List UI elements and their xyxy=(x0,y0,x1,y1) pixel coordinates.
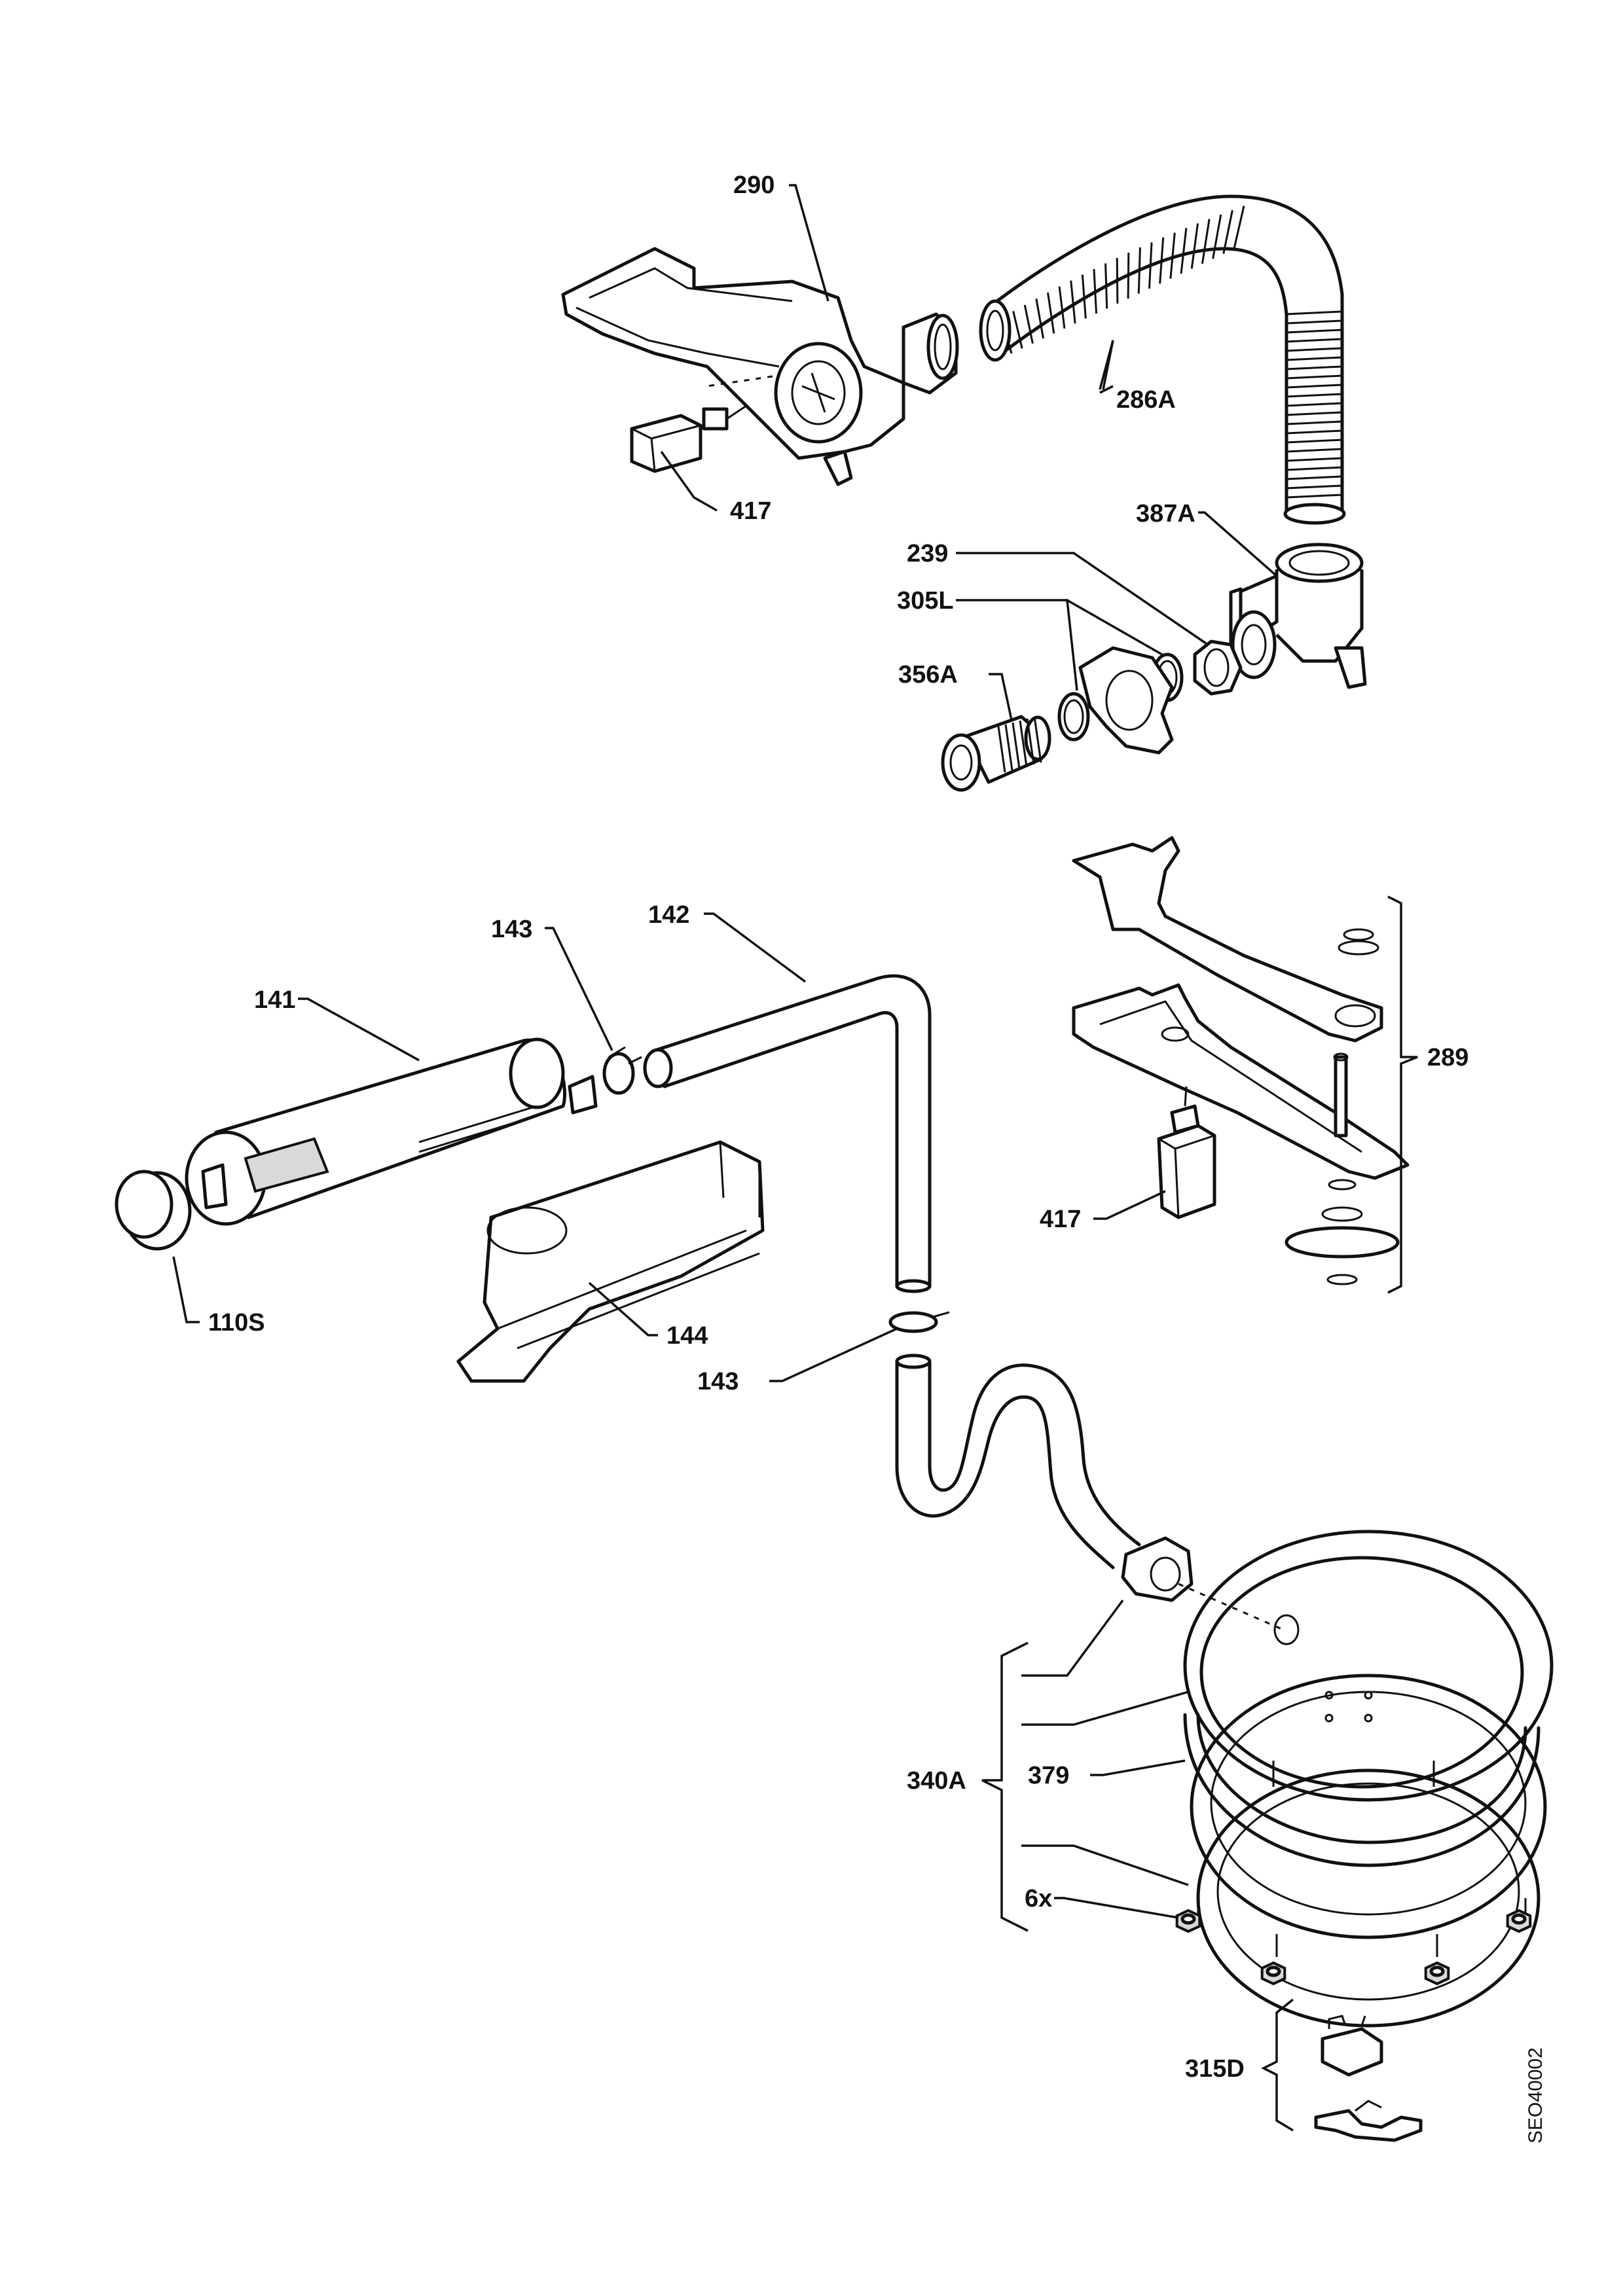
drain-s-hose xyxy=(895,1354,1194,1602)
label-340A: 340A xyxy=(907,1767,966,1795)
label-110S: 110S xyxy=(208,1309,265,1336)
part-417-mid-sensor xyxy=(1157,1086,1216,1219)
label-144: 144 xyxy=(666,1322,708,1350)
hex-nut-1 xyxy=(1175,1909,1201,1933)
label-379: 379 xyxy=(1028,1762,1069,1789)
hex-nut-3 xyxy=(1424,1961,1450,1986)
label-417-mid: 417 xyxy=(1040,1206,1081,1233)
label-417-top: 417 xyxy=(730,497,771,525)
label-141: 141 xyxy=(254,986,295,1014)
part-110S-cap xyxy=(115,1170,192,1251)
label-290: 290 xyxy=(733,171,775,199)
part-289-float-lever-assembly xyxy=(1072,836,1410,1285)
label-142: 142 xyxy=(648,901,689,929)
label-286A: 286A xyxy=(1116,386,1176,414)
part-143-top-clip xyxy=(602,1046,642,1095)
part-290-air-duct xyxy=(561,247,959,486)
leader-lines xyxy=(172,184,1418,2132)
hex-nut-2 xyxy=(1260,1961,1286,1986)
part-141-filter-cylinder xyxy=(185,1037,598,1226)
label-239: 239 xyxy=(907,540,948,567)
label-143-bottom: 143 xyxy=(697,1368,739,1395)
callout-labels: 290 286A 417 387A 239 305L 356A 143 142 … xyxy=(208,171,1546,2144)
drawing-code: SEO40002 xyxy=(1525,2047,1546,2144)
part-286A-corrugated-hose xyxy=(979,194,1346,525)
label-6x: 6x xyxy=(1025,1885,1052,1912)
part-417-top-sensor xyxy=(630,404,747,473)
label-315D: 315D xyxy=(1185,2055,1245,2083)
part-143-bottom-clip xyxy=(888,1311,950,1333)
part-356A-threaded-insert xyxy=(941,715,1051,792)
hex-nut-4 xyxy=(1506,1909,1532,1933)
part-142-bent-pipe xyxy=(643,974,932,1293)
part-340A-sump-assembly xyxy=(1183,1530,1554,2028)
gasket-plate xyxy=(1078,646,1174,755)
label-305L: 305L xyxy=(897,587,954,615)
label-356A: 356A xyxy=(898,661,958,689)
part-144-holder-bracket xyxy=(456,1140,765,1383)
label-387A: 387A xyxy=(1136,500,1195,528)
part-6x-nuts xyxy=(1175,1909,1532,1986)
part-315D-connector xyxy=(1314,2015,1423,2142)
part-387A-elbow-connector xyxy=(1229,543,1367,689)
label-143-top: 143 xyxy=(491,916,532,943)
part-239-nut xyxy=(1193,639,1243,696)
label-289: 289 xyxy=(1427,1044,1468,1071)
